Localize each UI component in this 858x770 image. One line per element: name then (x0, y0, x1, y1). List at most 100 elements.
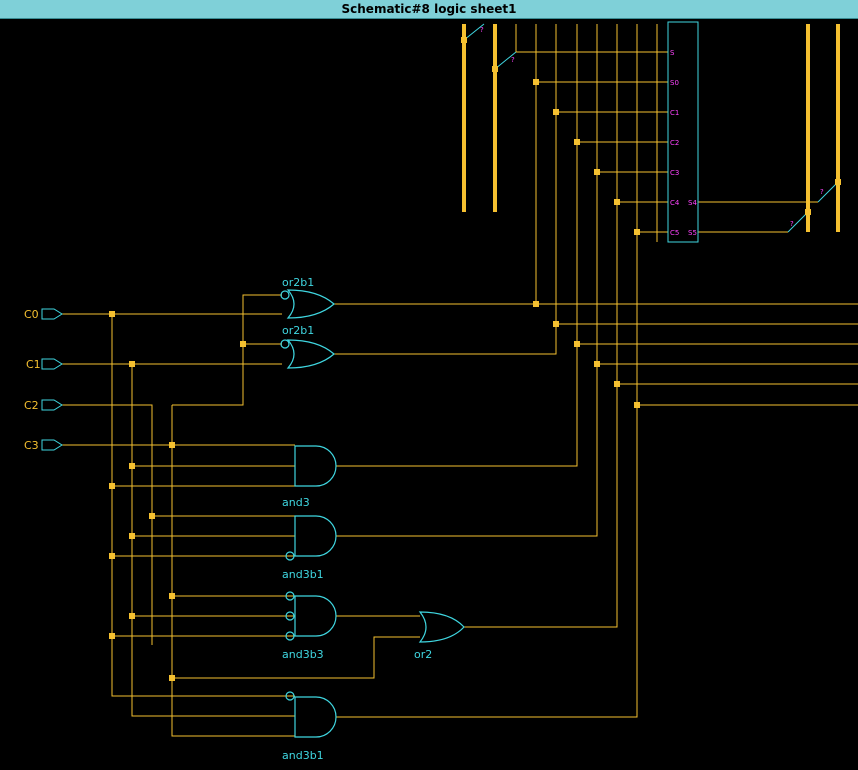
junction (805, 209, 811, 215)
or2-gate[interactable] (418, 611, 465, 643)
ripper-3[interactable] (817, 181, 839, 203)
block-pin-c3: C3 (670, 169, 679, 177)
wires (62, 24, 858, 737)
or2b1-top-gate[interactable] (286, 289, 335, 319)
and3b3-bubble-3 (285, 631, 295, 641)
junction (614, 381, 620, 387)
input-ports (41, 308, 63, 451)
wire-block-inputs[interactable] (516, 51, 668, 233)
bus-tag-2: ? (511, 56, 515, 64)
junction (553, 321, 559, 327)
block-pin-s0: S0 (670, 79, 679, 87)
ripper-2[interactable] (494, 51, 517, 70)
and3b1-bottom-label: and3b1 (282, 749, 324, 762)
ripper-1[interactable] (463, 23, 485, 41)
junction (109, 483, 115, 489)
junction (634, 229, 640, 235)
junction (109, 633, 115, 639)
gates (280, 289, 465, 738)
wire-c3-branches[interactable] (172, 595, 420, 679)
junction (129, 463, 135, 469)
junction (240, 341, 246, 347)
and3b1-mid-gate[interactable] (294, 515, 337, 557)
ripper-4[interactable] (787, 211, 809, 233)
wire-c0[interactable] (62, 313, 295, 697)
wire-c1[interactable] (62, 363, 295, 717)
or2b1-bottom-gate[interactable] (286, 339, 335, 369)
junctions (109, 37, 841, 681)
junction (169, 675, 175, 681)
junction (492, 66, 498, 72)
window-title-bar: Schematic#8 logic sheet1 (0, 0, 858, 19)
junction (574, 139, 580, 145)
port-c2-label: C2 (24, 399, 39, 412)
port-c1-label: C1 (26, 358, 41, 371)
wire-right-bus[interactable] (556, 323, 858, 406)
junction (109, 553, 115, 559)
and3b3-bubble-2 (285, 611, 295, 621)
wire-c0-branches[interactable] (112, 485, 295, 637)
wire-or2-out[interactable] (336, 202, 618, 628)
or2b1-top-label: or2b1 (282, 276, 314, 289)
or2b1-top-bubble (280, 290, 290, 300)
port-c3-label: C3 (24, 439, 39, 452)
port-c0-label: C0 (24, 308, 39, 321)
wire-c1-branches[interactable] (132, 465, 295, 617)
port-c0-symbol[interactable] (41, 308, 63, 320)
block-pin-s5: S5 (688, 229, 697, 237)
wire-and3b1-out[interactable] (336, 172, 598, 537)
schematic-canvas[interactable]: ? ? ? ? (0, 19, 858, 770)
wire-top-verticals[interactable] (515, 24, 537, 304)
junction (169, 593, 175, 599)
junction (461, 37, 467, 43)
junction (533, 79, 539, 85)
junction (129, 613, 135, 619)
and3b3-bubble-1 (285, 591, 295, 601)
junction (129, 533, 135, 539)
block-pin-s4: S4 (688, 199, 697, 207)
and3b1-bottom-gate[interactable] (294, 696, 337, 738)
bus-tag-3: ? (820, 188, 824, 196)
junction (594, 169, 600, 175)
block-pin-s: S (670, 49, 675, 57)
junction (614, 199, 620, 205)
and3-gate[interactable] (294, 445, 337, 487)
junction (149, 513, 155, 519)
port-c2-symbol[interactable] (41, 399, 63, 411)
or2b1-bottom-label: or2b1 (282, 324, 314, 337)
junction (634, 402, 640, 408)
bus-tag-4: ? (790, 220, 794, 228)
junction (109, 311, 115, 317)
junction (129, 361, 135, 367)
wire-block-verticals[interactable] (555, 24, 658, 242)
wire-and3b1b-out[interactable] (336, 232, 638, 718)
and3b3-label: and3b3 (282, 648, 324, 661)
wire-c3[interactable] (62, 294, 295, 737)
block-pin-c5: C5 (670, 229, 679, 237)
bus-tag-1: ? (480, 26, 484, 34)
buses (462, 24, 840, 232)
and3-label: and3 (282, 496, 310, 509)
wire-c2[interactable] (62, 404, 295, 645)
junction (533, 301, 539, 307)
wire-or-outputs[interactable] (334, 112, 858, 355)
block-pin-c2: C2 (670, 139, 679, 147)
and3b3-gate[interactable] (294, 595, 337, 637)
bus-rippers (463, 23, 839, 233)
junction (169, 442, 175, 448)
junction (553, 109, 559, 115)
block-symbol[interactable] (667, 21, 699, 243)
window-title: Schematic#8 logic sheet1 (341, 2, 517, 16)
junction (594, 361, 600, 367)
block-pin-c1: C1 (670, 109, 679, 117)
port-c1-symbol[interactable] (41, 358, 63, 370)
wire-block-outputs[interactable] (698, 201, 818, 233)
wire-and3-out[interactable] (336, 142, 578, 467)
or2-label: or2 (414, 648, 432, 661)
and3b1-mid-label: and3b1 (282, 568, 324, 581)
and3b1-bottom-bubble (285, 691, 295, 701)
and3b1-mid-bubble (285, 551, 295, 561)
junction (835, 179, 841, 185)
or2b1-bottom-bubble (280, 339, 290, 349)
port-c3-symbol[interactable] (41, 439, 63, 451)
